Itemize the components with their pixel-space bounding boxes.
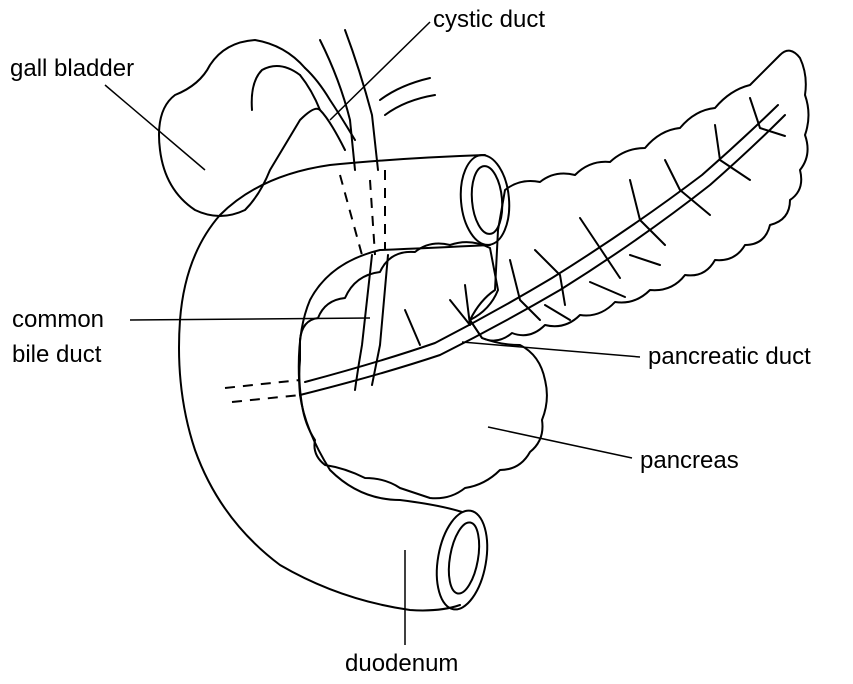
label-common-line2: bile duct: [12, 341, 101, 369]
duct-branches: [405, 98, 785, 345]
duodenum-lower-opening: [430, 507, 495, 614]
hepatic-ducts-dashed: [340, 170, 385, 255]
label-pancreatic-duct: pancreatic duct: [648, 343, 811, 371]
hepatic-duct-branch: [380, 78, 435, 115]
leader-pancreatic-duct: [462, 342, 640, 357]
label-common-line1: common: [12, 306, 104, 334]
common-bile-duct-inner: [372, 255, 388, 385]
label-pancreas: pancreas: [640, 447, 739, 475]
gall-bladder: [159, 40, 320, 216]
label-duodenum: duodenum: [345, 650, 458, 678]
pancreas-head: [299, 242, 547, 498]
duodenum-inner: [299, 245, 490, 512]
duodenum-dashed: [225, 380, 300, 402]
gall-bladder-neck: [252, 66, 300, 110]
duodenum-outer: [179, 155, 485, 610]
duodenum-lower-opening-inner: [444, 520, 484, 596]
duodenum-upper-opening-inner: [469, 165, 505, 235]
label-gall-bladder: gall bladder: [10, 55, 134, 83]
hepatic-duct-left: [320, 40, 355, 170]
leader-cystic-duct: [330, 22, 430, 120]
leader-gall-bladder: [105, 85, 205, 170]
leader-common-bile-duct: [130, 318, 370, 320]
leader-pancreas: [488, 427, 632, 458]
common-bile-duct: [355, 255, 372, 390]
label-cystic-duct: cystic duct: [433, 6, 545, 34]
